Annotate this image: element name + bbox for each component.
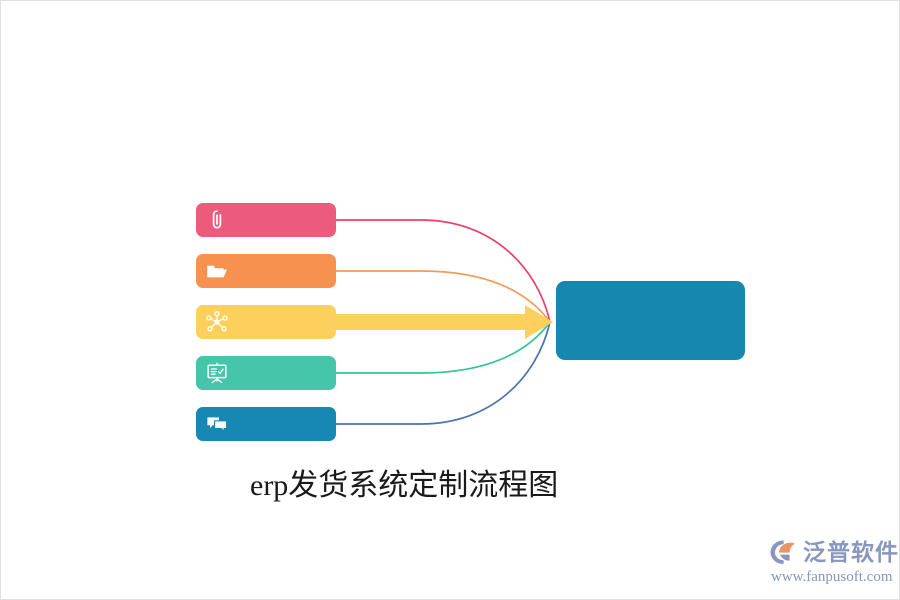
flow-target-box[interactable] [556,281,745,360]
folder-open-icon [202,256,232,286]
presentation-board-icon [202,358,232,388]
connector-path-1 [333,270,551,323]
network-hub-icon [202,307,232,337]
chat-bubbles-icon [202,409,232,439]
fanpu-logo-icon [769,537,801,567]
diagram-title: erp发货系统定制流程图 [250,469,559,502]
flow-node-presentation[interactable] [196,356,336,390]
connector-path-0 [333,219,551,323]
watermark-url: www.fanpusoft.com [771,569,893,585]
connector-path-4 [333,321,551,425]
flow-node-chat[interactable] [196,407,336,441]
flow-node-paperclip[interactable] [196,203,336,237]
paperclip-icon [202,205,232,235]
watermark-brand: 泛普软件 [803,539,899,565]
watermark-row: 泛普软件 [769,537,899,567]
watermark: 泛普软件 www.fanpusoft.com [769,537,899,586]
flow-node-folder[interactable] [196,254,336,288]
flow-node-network[interactable] [196,305,336,339]
connector-path-3 [333,321,551,374]
emphasis-arrow-2 [334,305,553,339]
